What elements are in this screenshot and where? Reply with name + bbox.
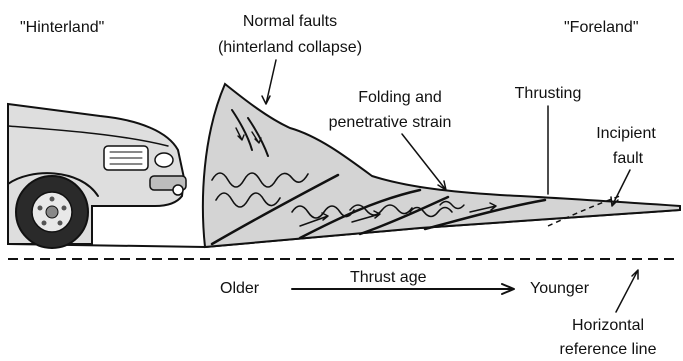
label-older: Older: [220, 280, 260, 297]
label-hinterland: "Hinterland": [20, 19, 104, 36]
label-reference-line: reference line: [560, 341, 657, 358]
label-normal-faults: Normal faults: [243, 13, 337, 30]
label-hinterland-collapse: (hinterland collapse): [218, 39, 362, 56]
leader-incipient: [611, 170, 630, 206]
car-headlight: [155, 153, 173, 167]
label-folding-and: Folding and: [358, 89, 442, 106]
label-penetrative-strain: penetrative strain: [329, 114, 452, 131]
label-thrust-age: Thrust age: [350, 269, 427, 286]
label-thrusting: Thrusting: [515, 85, 582, 102]
leader-folding: [402, 134, 446, 190]
leader-horizontal-reference: [616, 270, 638, 312]
label-foreland: "Foreland": [564, 19, 639, 36]
leader-normal-faults: [262, 60, 276, 104]
label-incipient: Incipient: [596, 125, 656, 142]
car-backstop: [8, 104, 186, 248]
deformed-wedge: [203, 84, 680, 247]
label-fault: fault: [613, 150, 644, 167]
label-younger: Younger: [530, 280, 590, 297]
car-tow-hook: [173, 185, 183, 195]
car-hub: [46, 206, 58, 218]
label-horizontal: Horizontal: [572, 317, 644, 334]
